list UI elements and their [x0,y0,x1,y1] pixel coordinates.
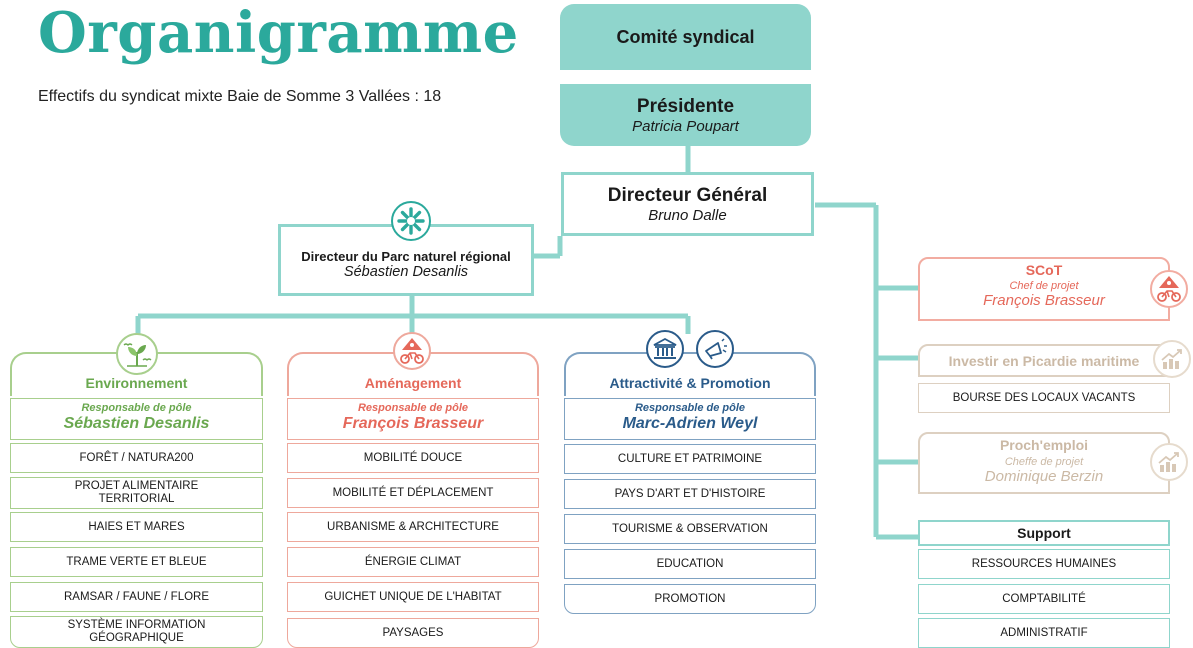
scot-title: SCoT [1025,262,1063,278]
resp-name: François Brasseur [342,415,484,432]
list-item: PROJET ALIMENTAIRE TERRITORIAL [10,477,263,509]
list-item: GUICHET UNIQUE DE L'HABITAT [287,582,539,612]
resp-name: Sébastien Desanlis [63,415,210,432]
scot-role: Chef de projet [1009,280,1079,292]
list-item: EDUCATION [564,549,816,579]
list-item: COMPTABILITÉ [918,584,1170,614]
resp-label: Responsable de pôle [634,402,746,414]
scot-box: SCoT Chef de projet François Brasseur [918,257,1170,321]
resp-name: Marc-Adrien Weyl [622,415,758,432]
directeur-general-box: Directeur Général Bruno Dalle [561,172,814,236]
investir-box: Investir en Picardie maritime [918,344,1170,377]
list-item: TOURISME & OBSERVATION [564,514,816,544]
list-item: PAYSAGES [287,618,539,648]
growth-chart-icon [1150,443,1188,481]
list-item: ADMINISTRATIF [918,618,1170,648]
support-header: Support [918,520,1170,546]
megaphone-icon [696,330,734,368]
support-title: Support [1017,525,1071,541]
list-item: ÉNERGIE CLIMAT [287,547,539,577]
presidente-name: Patricia Poupart [632,117,739,135]
list-item: TRAME VERTE ET BLEUE [10,547,263,577]
prochemploi-title: Proch'emploi [999,437,1089,453]
museum-icon [646,330,684,368]
list-item: FORÊT / NATURA200 [10,443,263,473]
directeur-parc-role: Directeur du Parc naturel régional [301,248,511,264]
pole-environnement-title: Environnement [85,375,188,391]
directeur-general-name: Bruno Dalle [648,206,727,224]
list-item: URBANISME & ARCHITECTURE [287,512,539,542]
presidente-role: Présidente [636,95,735,117]
prochemploi-role: Cheffe de projet [1004,456,1084,468]
investir-title: Investir en Picardie maritime [948,352,1140,369]
asterisk-star-icon [391,201,431,241]
list-item: MOBILITÉ ET DÉPLACEMENT [287,478,539,508]
list-item: PROMOTION [564,584,816,614]
list-item: CULTURE ET PATRIMOINE [564,444,816,474]
pole-attractivite-responsable: Responsable de pôle Marc-Adrien Weyl [564,398,816,440]
directeur-parc-box: Directeur du Parc naturel régional Sébas… [278,224,534,296]
resp-label: Responsable de pôle [357,402,469,414]
page-subtitle: Effectifs du syndicat mixte Baie de Somm… [38,88,442,105]
comite-syndical-box: Comité syndical [560,4,811,70]
plant-birds-icon [116,333,158,375]
directeur-parc-name: Sébastien Desanlis [343,263,469,280]
list-item: PAYS D'ART ET D'HISTOIRE [564,479,816,509]
list-item: SYSTÈME INFORMATION GÉOGRAPHIQUE [10,616,263,648]
scot-name: François Brasseur [983,292,1105,309]
list-item: RAMSAR / FAUNE / FLORE [10,582,263,612]
pole-amenagement-responsable: Responsable de pôle François Brasseur [287,398,539,440]
pole-environnement-responsable: Responsable de pôle Sébastien Desanlis [10,398,263,440]
list-item: MOBILITÉ DOUCE [287,443,539,473]
pole-attractivite-title: Attractivité & Promotion [609,375,771,391]
cyclist-sign-icon [1150,270,1188,308]
cyclist-sign-icon [393,332,431,370]
prochemploi-name: Dominique Berzin [984,468,1104,485]
prochemploi-box: Proch'emploi Cheffe de projet Dominique … [918,432,1170,494]
directeur-general-role: Directeur Général [607,184,768,206]
presidente-box: Présidente Patricia Poupart [560,84,811,146]
pole-amenagement-title: Aménagement [364,375,462,391]
list-item: HAIES ET MARES [10,512,263,542]
list-item: RESSOURCES HUMAINES [918,549,1170,579]
pole-attractivite-header: Attractivité & Promotion [564,352,816,396]
growth-chart-icon [1153,340,1191,378]
list-item: BOURSE DES LOCAUX VACANTS [918,383,1170,413]
comite-syndical-label: Comité syndical [616,26,755,47]
page-title: Organigramme [38,0,519,66]
resp-label: Responsable de pôle [81,402,192,414]
